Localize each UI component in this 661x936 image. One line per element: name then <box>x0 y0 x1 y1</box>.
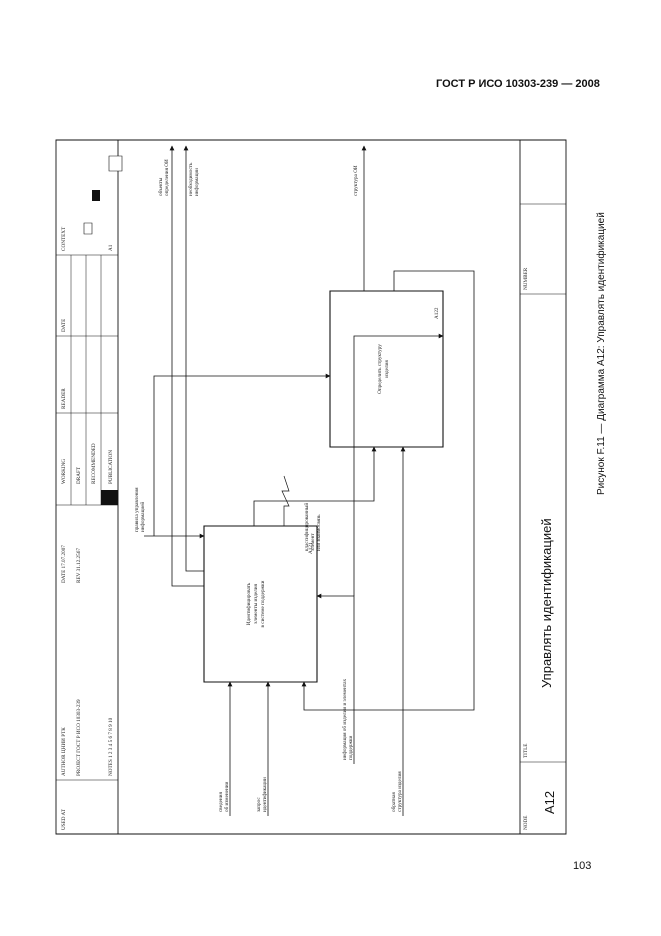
svg-text:сведения: сведения <box>218 792 224 812</box>
working-label: WORKING <box>61 459 67 484</box>
context-box-1 <box>84 223 92 234</box>
svg-text:информацией: информацией <box>139 502 146 532</box>
context-label: CONTEXT <box>61 226 67 251</box>
diagram-frame <box>56 140 566 834</box>
publication-label: PUBLICATION <box>108 450 114 484</box>
label-change-info: сведения об изменении <box>218 782 230 812</box>
node-label: NODE <box>523 816 529 830</box>
figure-caption: Рисунок F.11 — Диаграмма А12: Управлять … <box>596 212 607 495</box>
box-a122 <box>330 291 443 447</box>
reader-label: READER <box>61 388 67 409</box>
svg-text:классифицированный: классифицированный <box>303 503 310 551</box>
label-rules: правила управления информацией <box>134 487 146 532</box>
draft-label: DRAFT <box>76 466 82 484</box>
rev-field: REV 31.12.2567 <box>76 548 82 583</box>
date-field: DATE 17.07.2007 <box>61 545 67 583</box>
box-a122-id: A122 <box>434 307 440 319</box>
date2-label: DATE <box>61 319 67 332</box>
box-a121-id: A121 <box>308 542 314 554</box>
svg-text:информация об изделии и элемен: информация об изделии и элементах <box>341 678 348 760</box>
label-structure: структура ОИ <box>353 165 359 196</box>
svg-text:необходимость: необходимость <box>187 162 194 196</box>
node-number: A12 <box>542 791 557 814</box>
output-arrow-definition-objects <box>169 145 204 586</box>
svg-text:поддержки: поддержки <box>348 736 354 760</box>
svg-text:или взаимосвязь: или взаимосвязь <box>316 514 322 551</box>
svg-text:Определить структуру: Определить структуру <box>377 344 383 394</box>
label-product-info: информация об изделии и элементах поддер… <box>341 678 354 760</box>
box-a121 <box>204 526 317 682</box>
feedback-a122-output-to-a121 <box>301 271 474 710</box>
svg-text:об изменении: об изменении <box>223 782 230 812</box>
svg-text:Идентифицировать: Идентифицировать <box>245 582 252 625</box>
label-identification-request: запрос идентификации <box>256 777 268 812</box>
mechanism-arrow <box>282 476 289 526</box>
control-arrow-rules-branch <box>154 373 331 536</box>
svg-text:обратная: обратная <box>390 792 397 812</box>
label-definition-objects: объекты определения ОИ <box>157 159 170 196</box>
label-reverse-structure: обратная структура изделия <box>390 771 403 812</box>
context-node: A1 <box>108 244 114 251</box>
svg-text:элемент: элемент <box>310 533 316 551</box>
label-mechanism: классифицированный элемент или взаимосвя… <box>303 503 322 551</box>
working-status-marker <box>101 490 118 505</box>
used-at-label: USED AT <box>61 808 67 830</box>
idef0-diagram: USED AT AUTHOR ЦНИИ РТК PROJECT ГОСТ Р И… <box>54 138 570 836</box>
label-info-need: необходимость информации <box>187 162 200 196</box>
svg-text:запрос: запрос <box>256 797 262 812</box>
flow-a121-to-a122 <box>254 446 377 526</box>
author-field: AUTHOR ЦНИИ РТК <box>61 727 67 776</box>
svg-text:правила управления: правила управления <box>134 487 140 532</box>
svg-text:элементы изделия: элементы изделия <box>253 583 259 623</box>
standard-header: ГОСТ Р ИСО 10303-239 — 2008 <box>436 78 600 90</box>
context-box-2 <box>92 190 100 201</box>
svg-text:в системе поддержки: в системе поддержки <box>260 580 266 627</box>
project-field: PROJECT ГОСТ Р ИСО 10303-239 <box>76 699 82 776</box>
recommended-label: RECOMMENDED <box>91 443 97 484</box>
box-a121-label: Идентифицировать элементы изделия в сист… <box>245 580 266 627</box>
diagram-title: Управлять идентификацией <box>539 518 554 688</box>
svg-text:объекты: объекты <box>157 177 164 196</box>
notes-field: NOTES 1 2 3 4 5 6 7 8 9 10 <box>108 717 114 776</box>
control-arrow-product-info-branch <box>354 333 444 596</box>
context-box-3 <box>109 156 122 171</box>
svg-text:определения ОИ: определения ОИ <box>164 159 170 196</box>
box-a122-label: Определить структуру изделия <box>377 344 390 394</box>
page-number: 103 <box>573 860 592 872</box>
svg-text:информации: информации <box>193 168 200 196</box>
svg-text:изделия: изделия <box>384 360 390 378</box>
output-arrow-info-need <box>183 145 204 571</box>
svg-text:структура ОИ: структура ОИ <box>353 165 359 196</box>
title-label: TITLE <box>523 744 529 758</box>
svg-text:идентификации: идентификации <box>261 777 268 812</box>
number-label: NUMBER <box>523 267 529 290</box>
svg-text:структура изделия: структура изделия <box>397 771 403 812</box>
